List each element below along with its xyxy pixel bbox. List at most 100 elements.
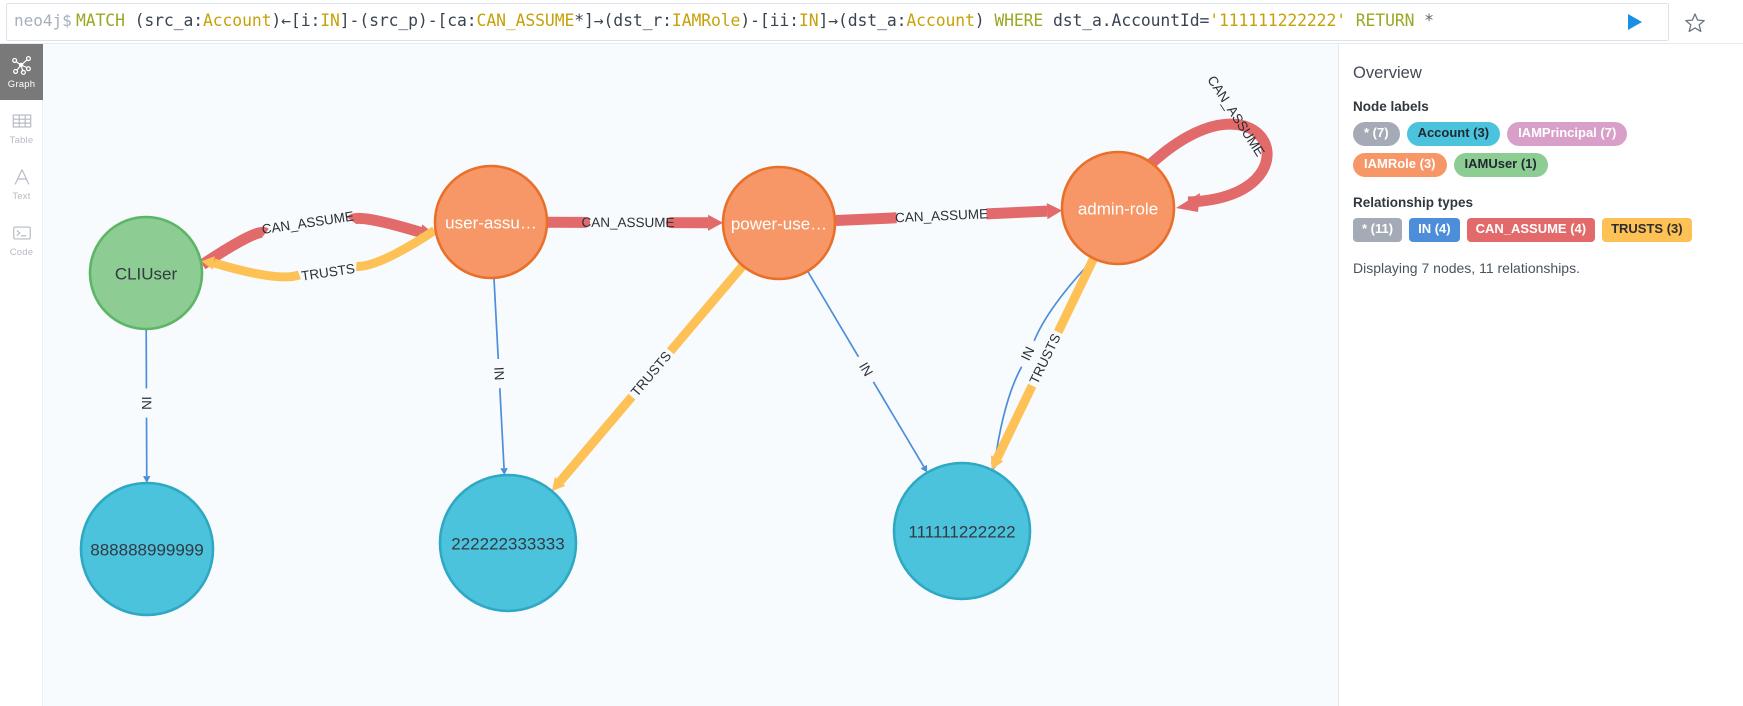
- node-circle[interactable]: [721, 165, 837, 281]
- edge-line: [498, 388, 505, 469]
- query-input[interactable]: MATCH (src_a:Account)←[i:IN]-(src_p)-[ca…: [76, 11, 1434, 30]
- graph-canvas[interactable]: CAN_ASSUME TRUSTS CAN_ASSUME CAN_ASSUME CAN_…: [43, 44, 1338, 706]
- node-label-chip-4[interactable]: IAMUser (1): [1453, 152, 1548, 177]
- graph-edge-e2[interactable]: TRUSTS: [201, 226, 438, 284]
- relationship-type-chip-2[interactable]: CAN_ASSUME (4): [1466, 217, 1596, 242]
- edge-label-e1: CAN_ASSUME: [261, 209, 355, 237]
- text-icon: [14, 169, 29, 185]
- edge-label-e7: IN: [491, 366, 507, 380]
- graph-node-userassume[interactable]: user-assu…: [433, 164, 549, 280]
- relationship-type-chip-0[interactable]: * (11): [1353, 217, 1403, 242]
- query-editor-frame[interactable]: [6, 3, 1669, 41]
- edge-label-e10: IN: [1018, 344, 1037, 363]
- query-token: RETURN: [1346, 11, 1425, 30]
- graph-edge-e1[interactable]: CAN_ASSUME: [199, 209, 436, 270]
- relationship-type-chip-1[interactable]: IN (4): [1409, 217, 1460, 242]
- node-caption: CLIUser: [115, 265, 178, 284]
- query-token: dst_a.AccountId=: [1052, 11, 1210, 30]
- query-token: CAN_ASSUME: [476, 11, 575, 30]
- node-circle[interactable]: [438, 473, 578, 613]
- run-query-button[interactable]: [1620, 10, 1648, 34]
- query-token: ]→(dst_a:: [818, 11, 907, 30]
- code-icon: [12, 226, 31, 240]
- node-circle[interactable]: [79, 481, 215, 617]
- node-circle[interactable]: [892, 461, 1032, 601]
- relationship-types-heading: Relationship types: [1353, 194, 1474, 210]
- graph-icon: [11, 56, 31, 75]
- relationship-type-chip-3[interactable]: TRUSTS (3): [1602, 217, 1692, 242]
- graph-node-poweruser[interactable]: power-use…: [721, 165, 837, 281]
- rail-label-table: Table: [9, 135, 34, 146]
- edge-line: [1054, 257, 1098, 334]
- edge-line: [807, 271, 860, 358]
- edge-arrowhead: [1046, 203, 1063, 220]
- favorite-button[interactable]: [1683, 11, 1707, 35]
- edge-label-e9: IN: [856, 360, 876, 379]
- query-token: Account: [203, 11, 272, 30]
- node-caption: power-use…: [731, 215, 827, 234]
- edge-line: [212, 258, 301, 282]
- query-token: MATCH: [76, 11, 135, 30]
- graph-edge-e8[interactable]: TRUSTS: [551, 263, 746, 492]
- graph-node-acct222[interactable]: 222222333333: [438, 473, 578, 613]
- overview-panel: Overview Node labels * (7)Account (3)IAM…: [1338, 44, 1743, 706]
- node-label-chip-2[interactable]: IAMPrincipal (7): [1507, 122, 1628, 146]
- edge-arrowhead: [551, 477, 566, 492]
- graph-edge-e3[interactable]: CAN_ASSUME: [547, 214, 724, 231]
- query-token: IAMRole: [671, 11, 741, 30]
- rail-item-table[interactable]: Table: [0, 100, 43, 156]
- edge-line: [493, 278, 500, 360]
- relationship-types-chip-row: * (11)IN (4)CAN_ASSUME (4)TRUSTS (3): [1353, 217, 1725, 242]
- node-circle[interactable]: [433, 164, 549, 280]
- query-editor-bar: neo4j$ MATCH (src_a:Account)←[i:IN]-(src…: [0, 0, 1743, 44]
- graph-edge-e6[interactable]: IN: [139, 329, 154, 484]
- graph-node-acct111[interactable]: 111111222222: [892, 461, 1032, 601]
- query-token: )-[ii:: [740, 11, 799, 30]
- edge-label-e2: TRUSTS: [300, 261, 356, 284]
- node-caption: 222222333333: [451, 535, 564, 554]
- graph-node-cliuser[interactable]: CLIUser: [88, 215, 204, 331]
- graph-edge-e9[interactable]: IN: [807, 271, 928, 473]
- star-icon: [1685, 13, 1705, 33]
- node-labels-chip-row: * (7)Account (3)IAMPrincipal (7) IAMRole …: [1353, 122, 1725, 177]
- edge-line: [993, 383, 1037, 461]
- query-token: '111111222222': [1209, 11, 1346, 30]
- graph-visualization[interactable]: CAN_ASSUME TRUSTS CAN_ASSUME CAN_ASSUME CAN_…: [43, 44, 1338, 706]
- node-circle[interactable]: [88, 215, 204, 331]
- rail-item-graph[interactable]: Graph: [0, 44, 43, 100]
- node-label-chip-3[interactable]: IAMRole (3): [1353, 152, 1447, 177]
- query-token: Account: [906, 11, 975, 30]
- query-token: *]→(dst_r:: [574, 11, 672, 30]
- rail-item-text[interactable]: Text: [0, 156, 43, 212]
- graph-edge-e4[interactable]: CAN_ASSUME: [835, 203, 1063, 226]
- graph-edge-e7[interactable]: IN: [491, 278, 508, 476]
- node-label-chip-1[interactable]: Account (3): [1406, 122, 1501, 146]
- query-token: *: [1424, 11, 1434, 30]
- edge-label-e4: CAN_ASSUME: [895, 206, 989, 225]
- query-token: )←[i:: [271, 11, 321, 30]
- edge-label-e3: CAN_ASSUME: [581, 215, 674, 230]
- node-circle[interactable]: [1060, 150, 1176, 266]
- node-caption: 888888999999: [90, 541, 203, 560]
- query-prompt: neo4j$: [14, 11, 72, 30]
- node-caption: admin-role: [1078, 200, 1158, 219]
- edge-line: [872, 381, 925, 468]
- graph-node-adminrole[interactable]: admin-role: [1060, 150, 1176, 266]
- edge-label-e5: CAN_ASSUME: [1204, 73, 1267, 159]
- edge-arrowhead: [500, 468, 508, 476]
- rail-item-code[interactable]: Code: [0, 212, 43, 268]
- node-label-chip-0[interactable]: * (7): [1353, 122, 1400, 146]
- graph-node-acct888[interactable]: 888888999999: [79, 481, 215, 617]
- node-caption: user-assu…: [445, 214, 537, 233]
- edge-line: [666, 263, 746, 355]
- edge-arrowhead: [1176, 193, 1200, 212]
- edge-label-e6: IN: [139, 396, 154, 410]
- edge-line: [346, 212, 423, 238]
- edge-line: [835, 212, 897, 226]
- edge-arrowhead: [143, 476, 151, 484]
- edge-arrowhead: [990, 455, 1004, 470]
- query-token: ): [974, 11, 995, 30]
- graph-edge-e11[interactable]: TRUSTS: [990, 257, 1098, 470]
- node-caption: 111111222222: [908, 523, 1015, 542]
